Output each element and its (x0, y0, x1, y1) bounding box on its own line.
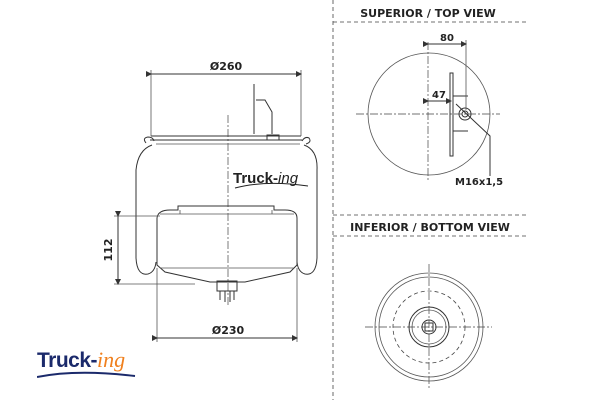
top-view: SUPERIOR / TOP VIEW 80 47 M16x1,5 (356, 7, 503, 188)
dim-bottom-diameter: Ø230 (212, 324, 245, 337)
bottom-view-title: INFERIOR / BOTTOM VIEW (350, 221, 510, 234)
logo-main-text: Truck- (37, 349, 98, 372)
brand-logo: Truck-ing (37, 347, 137, 381)
view-separators (332, 0, 527, 400)
dim-top-diameter: Ø260 (210, 60, 243, 73)
top-view-title: SUPERIOR / TOP VIEW (360, 7, 496, 20)
dim-height: 112 (102, 239, 115, 262)
side-view: Ø260 Ø230 112 Truck-ing (102, 60, 318, 342)
thread-label: M16x1,5 (455, 177, 503, 188)
logo-accent-text: ing (97, 347, 126, 372)
svg-text:Truck-ing: Truck-ing (233, 170, 299, 187)
logo-swoosh (37, 371, 136, 378)
dim-offset-outer: 80 (440, 33, 454, 44)
watermark-logo: Truck-ing (233, 170, 309, 189)
dim-offset-inner: 47 (432, 90, 446, 101)
bottom-view: INFERIOR / BOTTOM VIEW (350, 221, 510, 390)
